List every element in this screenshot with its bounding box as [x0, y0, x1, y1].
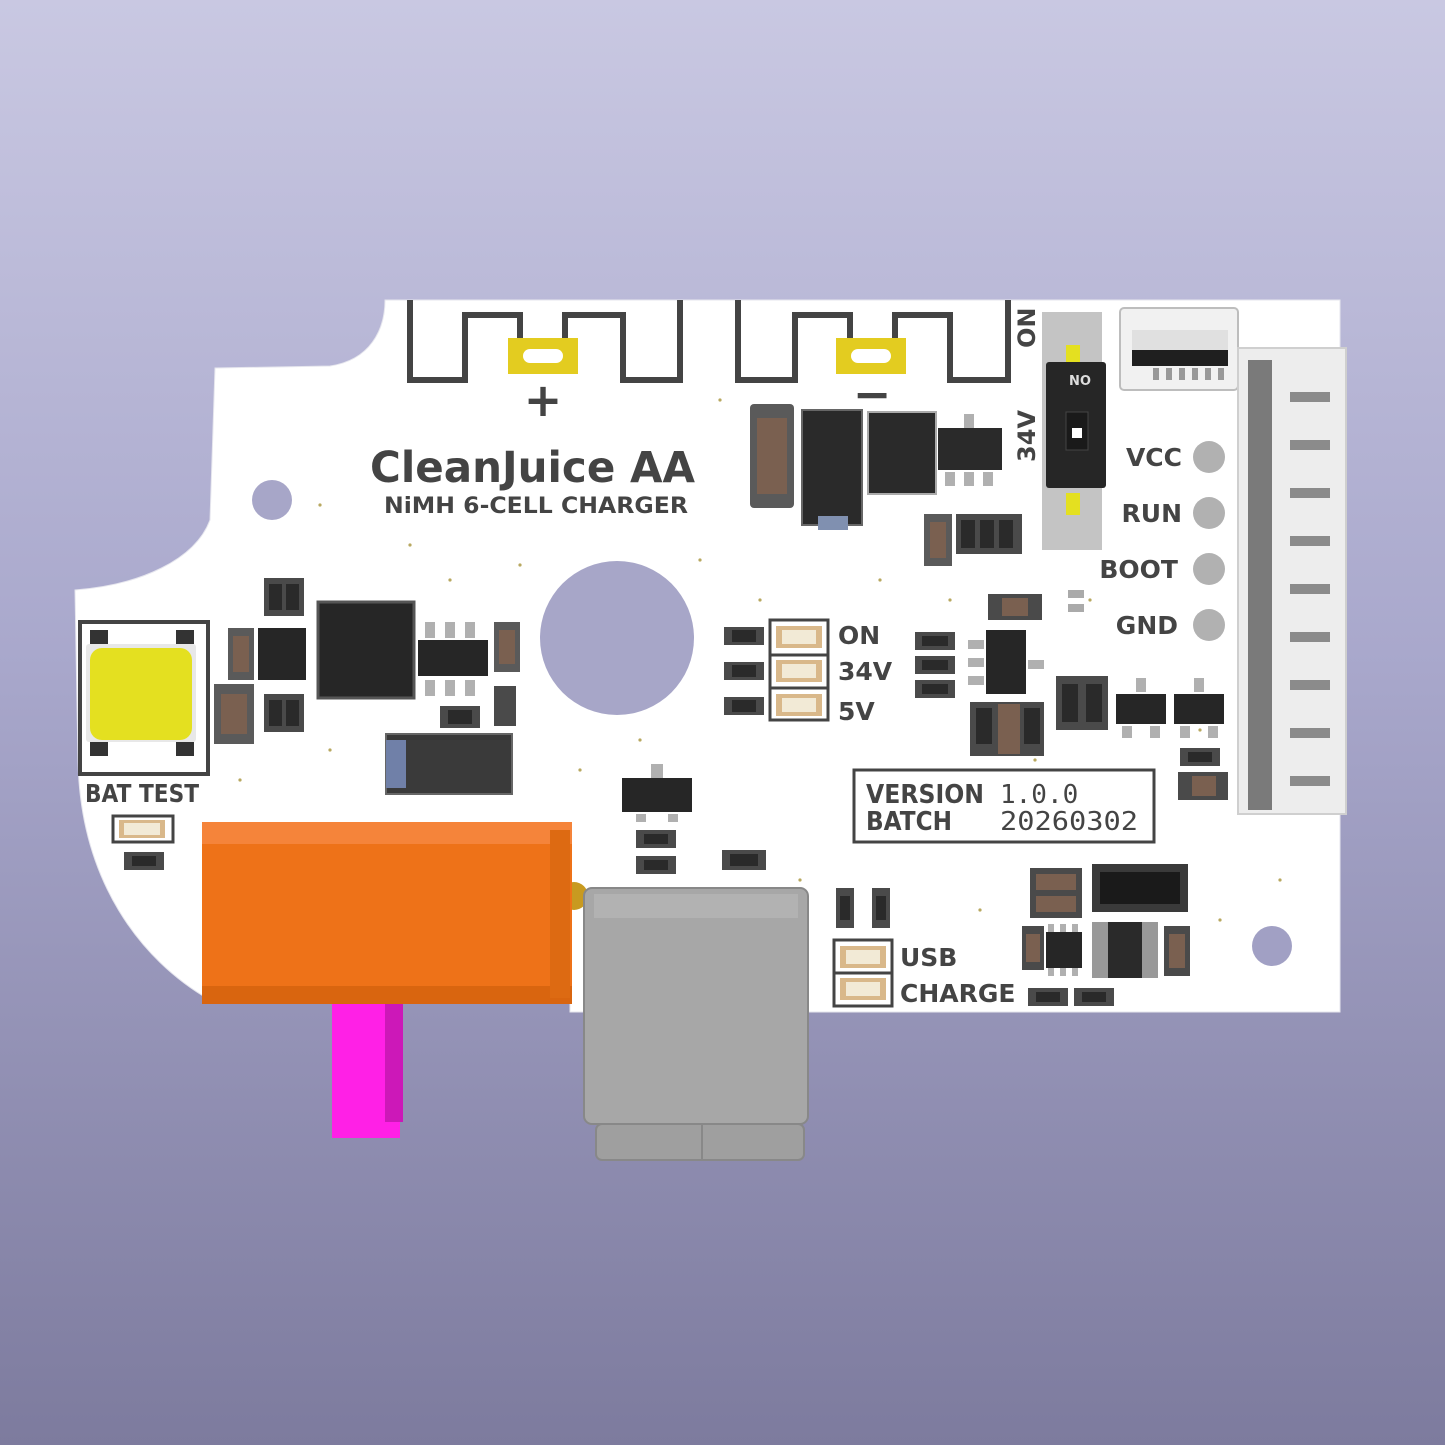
batch-value: 20260302: [1000, 807, 1138, 837]
pin-label-run: RUN: [1122, 499, 1182, 528]
switch-34v-label: 34V: [1013, 410, 1041, 462]
bat-test-label: BAT TEST: [85, 779, 199, 808]
bat-test-button[interactable]: [78, 620, 210, 776]
components-bottom-right: [1022, 864, 1190, 1006]
mounting-hole-left: [252, 480, 292, 520]
version-label: VERSION: [866, 780, 984, 810]
charge-leds: [832, 888, 894, 1008]
board-specks: [238, 398, 1282, 952]
led-label-34v: 34V: [838, 657, 893, 686]
switch-on-label: ON: [1013, 308, 1041, 349]
switch-body-label: ON: [1069, 371, 1091, 386]
button-cap[interactable]: [90, 648, 192, 740]
components-right-middle: [915, 590, 1228, 800]
status-leds: [724, 618, 830, 722]
slide-switch[interactable]: [202, 822, 588, 1138]
power-components-top: [750, 404, 1022, 566]
led-label-on: ON: [838, 621, 880, 650]
dip-switch[interactable]: ON: [1042, 312, 1106, 550]
version-value: 1.0.0: [1000, 780, 1078, 810]
bat-test-led: [111, 814, 175, 870]
version-box: [852, 768, 1156, 844]
plus-label: +: [524, 373, 563, 427]
transistor-center: [622, 764, 766, 874]
pin-label-boot: BOOT: [1099, 555, 1178, 584]
battery-contact-plus: [407, 300, 683, 383]
usb-c-connector: [583, 887, 809, 1161]
board-subtitle: NiMH 6-CELL CHARGER: [384, 494, 688, 519]
board-title: CleanJuice AA: [370, 443, 696, 493]
pin-label-vcc: VCC: [1126, 443, 1182, 472]
mounting-hole-large: [540, 561, 694, 715]
test-pads: [1193, 441, 1225, 641]
fpc-connector: [1119, 307, 1239, 391]
pin-header-connector: [1237, 347, 1347, 815]
pin-label-gnd: GND: [1116, 611, 1178, 640]
led-label-5v: 5V: [838, 697, 875, 726]
batch-label: BATCH: [866, 807, 952, 837]
power-components-left: [214, 578, 520, 795]
led-label-usb: USB: [900, 943, 957, 972]
led-label-charge: CHARGE: [900, 979, 1015, 1008]
mounting-hole-right: [1252, 926, 1292, 966]
battery-contact-minus: [735, 300, 1011, 383]
